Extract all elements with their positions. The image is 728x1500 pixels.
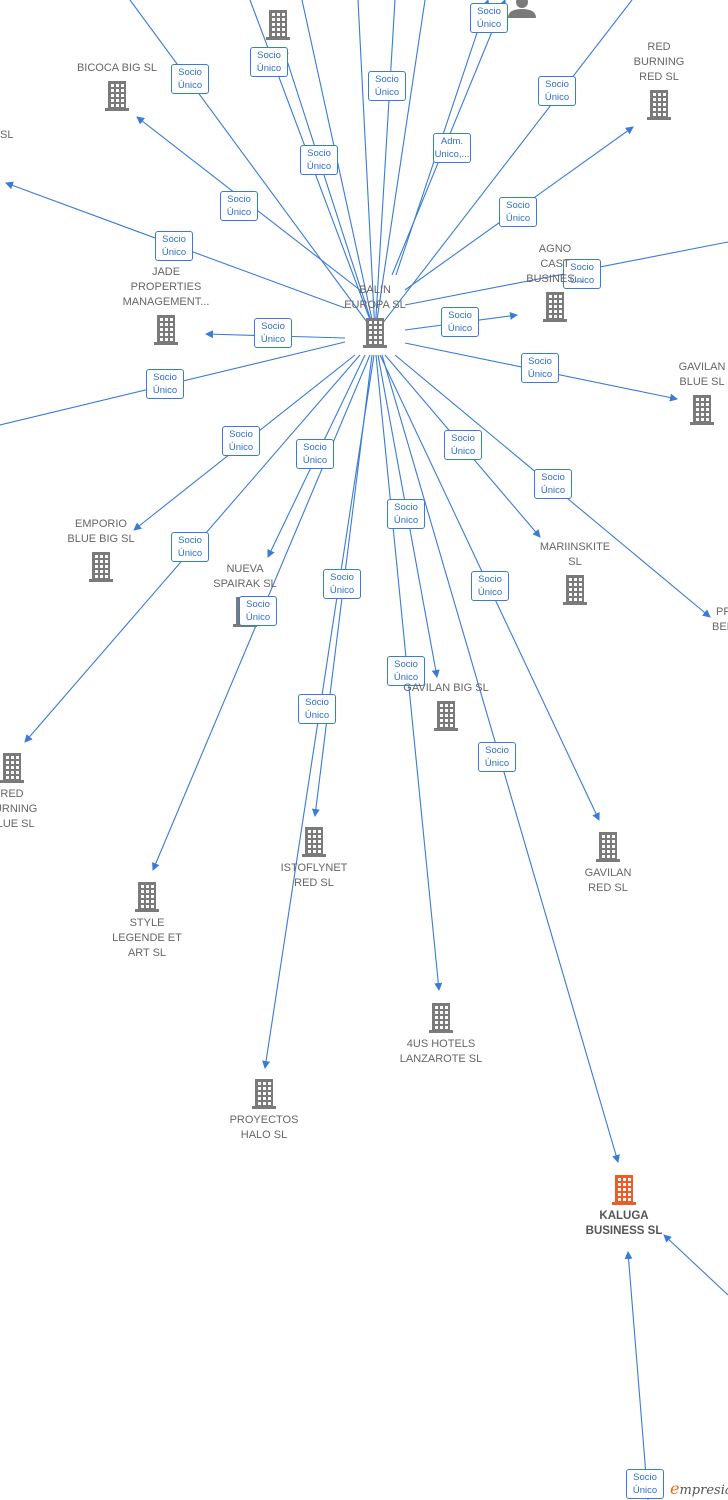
company-name[interactable]: NUEVA SPAIRAK SL: [213, 563, 277, 590]
building-icon[interactable]: [0, 753, 24, 783]
edge-role-label[interactable]: Socio Único: [534, 469, 572, 499]
company-name[interactable]: ISTOFLYNET RED SL: [280, 862, 348, 889]
company-name[interactable]: AGNO CAST BUSINES...: [526, 243, 584, 285]
edge-role-label[interactable]: Socio Único: [220, 191, 258, 221]
building-icon[interactable]: [429, 1003, 453, 1033]
edge-role-label[interactable]: Socio Único: [538, 76, 576, 106]
edge-role-label[interactable]: Socio Único: [387, 499, 425, 529]
edge-role-label[interactable]: Socio Único: [239, 596, 277, 626]
relationship-edge: [301, 0, 376, 334]
relationship-edge: [374, 0, 396, 334]
company-name[interactable]: BALIN EUROPA SL: [344, 284, 406, 311]
building-icon[interactable]: [105, 81, 129, 111]
company-name[interactable]: BICOCA BIG SL: [76, 62, 158, 74]
edge-role-label[interactable]: Socio Único: [521, 353, 559, 383]
relationship-edge: [357, 0, 376, 334]
company-name[interactable]: JADE PROPERTIES MANAGEMENT...: [122, 266, 210, 308]
company-name[interactable]: EMPORIO BLUE BIG SL: [67, 518, 135, 545]
building-icon[interactable]: [434, 701, 458, 731]
cropped-company-name[interactable]: BEI: [712, 621, 728, 633]
edge-role-label[interactable]: Socio Único: [471, 571, 509, 601]
edge-role-label[interactable]: Socio Único: [254, 318, 292, 348]
empresia-logo: empresia: [670, 1479, 728, 1498]
building-icon[interactable]: [596, 832, 620, 862]
edge-role-label[interactable]: Socio Único: [323, 569, 361, 599]
relationship-edge: [129, 0, 376, 334]
edge-role-label[interactable]: Socio Único: [171, 64, 209, 94]
edge-role-label[interactable]: Socio Único: [146, 369, 184, 399]
building-icon[interactable]: [135, 882, 159, 912]
company-name[interactable]: STYLE LEGENDE ET ART SL: [112, 917, 182, 959]
building-icon[interactable]: [563, 575, 587, 605]
relationship-edge: [624, 1251, 649, 1500]
edge-role-label[interactable]: Socio Único: [387, 656, 425, 686]
edge-role-label[interactable]: Socio Único: [563, 259, 601, 289]
edge-role-label[interactable]: Socio Único: [155, 231, 193, 261]
edge-role-label[interactable]: Socio Único: [626, 1469, 664, 1499]
edge-role-label[interactable]: Socio Único: [250, 47, 288, 77]
nodes: [0, 0, 714, 1205]
company-name[interactable]: GAVILAN BLUE SL: [678, 361, 726, 388]
building-icon[interactable]: [154, 315, 178, 345]
relationship-edge: [374, 0, 426, 334]
edge-role-label[interactable]: Socio Único: [222, 426, 260, 456]
company-name[interactable]: MARIINSKITE SL: [539, 541, 611, 568]
building-icon[interactable]: [543, 292, 567, 322]
company-name[interactable]: GAVILAN RED SL: [584, 867, 632, 894]
edge-role-label[interactable]: Adm. Unico,...: [433, 133, 471, 163]
relationship-edge: [663, 1234, 728, 1296]
company-name[interactable]: KALUGA BUSINESS SL: [585, 1210, 663, 1237]
edge-role-label[interactable]: Socio Único: [441, 307, 479, 337]
company-name[interactable]: PROYECTOS HALO SL: [229, 1114, 299, 1141]
building-icon[interactable]: [690, 395, 714, 425]
edge-role-label[interactable]: Socio Único: [444, 430, 482, 460]
company-name[interactable]: 4US HOTELS LANZAROTE SL: [399, 1038, 483, 1065]
building-icon[interactable]: [252, 1079, 276, 1109]
edge-role-label[interactable]: Socio Único: [470, 3, 508, 33]
person-icon[interactable]: [508, 0, 536, 18]
edge-role-label[interactable]: Socio Único: [296, 439, 334, 469]
edge-role-label[interactable]: Socio Único: [368, 71, 406, 101]
edge-role-label[interactable]: Socio Único: [478, 742, 516, 772]
building-icon[interactable]: [647, 90, 671, 120]
edge-role-label[interactable]: Socio Único: [499, 197, 537, 227]
building-icon[interactable]: [302, 827, 326, 857]
building-icon[interactable]: [612, 1175, 636, 1205]
cropped-company-name[interactable]: SL: [0, 129, 14, 141]
edge-role-label[interactable]: Socio Único: [298, 694, 336, 724]
relationship-edge: [281, 47, 376, 334]
building-icon[interactable]: [266, 10, 290, 40]
building-icon[interactable]: [89, 552, 113, 582]
edge-role-label[interactable]: Socio Único: [300, 145, 338, 175]
company-name[interactable]: GAVILAN BIG SL: [403, 682, 489, 694]
building-icon[interactable]: [363, 318, 387, 348]
cropped-company-name[interactable]: PR: [716, 606, 728, 618]
relationship-edge: [374, 0, 633, 334]
edge-role-label[interactable]: Socio Único: [171, 532, 209, 562]
company-name[interactable]: RED BURNING RED SL: [633, 41, 685, 83]
company-name[interactable]: RED BURNING BLUE SL: [0, 788, 38, 830]
